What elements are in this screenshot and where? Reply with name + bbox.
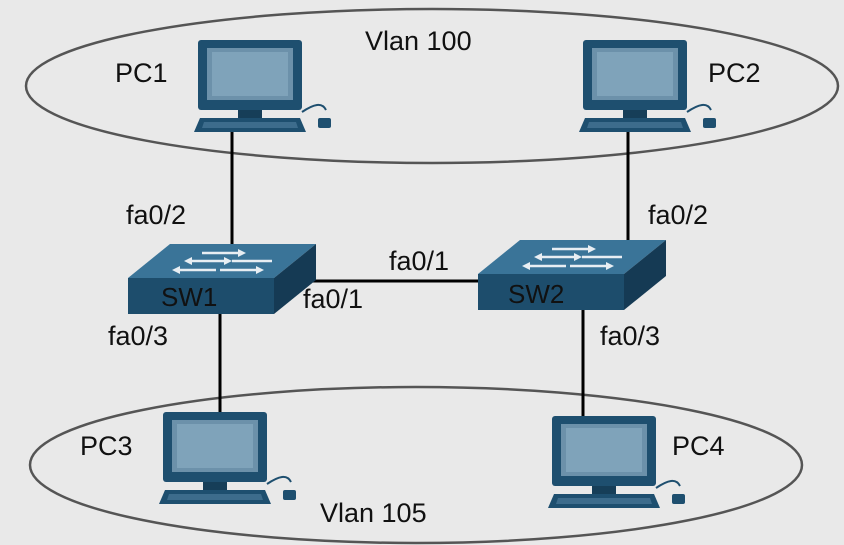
port-sw1-fa0-2-label: fa0/2 xyxy=(126,200,186,230)
pc3-icon[interactable] xyxy=(158,411,297,505)
port-sw1-fa0-1-label: fa0/1 xyxy=(303,284,363,314)
vlan-100-label: Vlan 100 xyxy=(365,26,472,56)
pc1-icon[interactable] xyxy=(193,39,332,133)
port-sw1-fa0-3-label: fa0/3 xyxy=(108,321,168,351)
sw2-label: SW2 xyxy=(508,279,564,309)
pc3-label: PC3 xyxy=(80,431,133,461)
port-sw2-fa0-3-label: fa0/3 xyxy=(600,321,660,351)
pc2-icon[interactable] xyxy=(578,39,717,133)
vlan-105-ellipse xyxy=(28,385,804,545)
vlan-100-ellipse xyxy=(24,7,840,165)
sw1-label: SW1 xyxy=(161,282,217,312)
port-sw2-fa0-2-label: fa0/2 xyxy=(648,200,708,230)
sw1-switch-icon[interactable] xyxy=(126,242,318,316)
pc4-label: PC4 xyxy=(672,431,725,461)
pc2-label: PC2 xyxy=(708,58,761,88)
vlan-105-label: Vlan 105 xyxy=(320,498,427,528)
port-sw2-fa0-1-label: fa0/1 xyxy=(389,246,449,276)
pc4-icon[interactable] xyxy=(547,415,686,509)
pc1-label: PC1 xyxy=(115,58,168,88)
sw2-switch-icon[interactable] xyxy=(476,238,668,312)
